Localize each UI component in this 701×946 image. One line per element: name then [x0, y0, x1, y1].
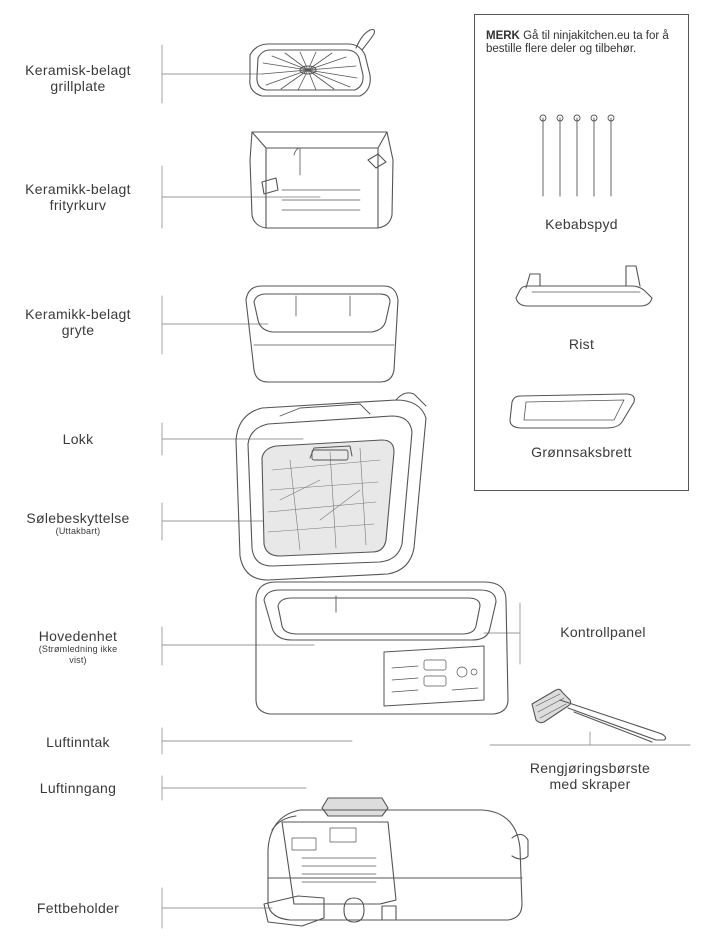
label-skewers-text: Kebabspyd — [545, 216, 618, 232]
label-pot-line2: gryte — [62, 322, 95, 338]
label-cleaning-brush: Rengjøringsbørste med skraper — [500, 760, 680, 792]
label-rack-text: Rist — [569, 336, 594, 352]
label-splatter-shield: Sølebeskyttelse (Uttakbart) — [0, 510, 156, 537]
fryer-basket-drawing — [250, 132, 393, 228]
label-grease-container-text: Fettbeholder — [37, 900, 119, 916]
label-vegetable-tray: Grønnsaksbrett — [474, 444, 689, 460]
label-grill-plate: Keramisk-belagt grillplate — [0, 62, 156, 94]
label-splatter-shield-text: Sølebeskyttelse — [26, 510, 129, 526]
label-control-panel-text: Kontrollpanel — [560, 624, 646, 640]
label-lid: Lokk — [0, 431, 156, 447]
label-air-inlet: Luftinngang — [0, 780, 156, 796]
label-fryer-basket: Keramikk-belagt frityrkurv — [0, 181, 156, 213]
cleaning-brush-drawing — [532, 689, 666, 742]
pot-drawing — [246, 286, 398, 382]
label-pot-line1: Keramikk-belagt — [25, 306, 131, 322]
label-grill-plate-line2: grillplate — [50, 78, 105, 94]
label-cleaning-brush-line1: Rengjøringsbørste — [530, 760, 650, 776]
label-main-unit: Hovedenhet (Strømledning ikke vist) — [0, 628, 156, 666]
label-air-inlet-text: Luftinngang — [40, 780, 116, 796]
label-fryer-basket-line1: Keramikk-belagt — [25, 181, 131, 197]
note-bold: MERK — [486, 30, 520, 42]
label-skewers: Kebabspyd — [474, 216, 689, 232]
grill-plate-drawing — [250, 30, 375, 97]
label-lid-text: Lokk — [63, 431, 94, 447]
note-text: MERK Gå til ninjakitchen.eu ta for å bes… — [486, 30, 682, 56]
label-air-intake-text: Luftinntak — [46, 734, 110, 750]
label-grill-plate-line1: Keramisk-belagt — [25, 62, 131, 78]
label-fryer-basket-line2: frityrkurv — [50, 197, 107, 213]
main-unit-drawing — [256, 582, 508, 714]
label-control-panel: Kontrollpanel — [528, 624, 678, 640]
label-cleaning-brush-line2: med skraper — [549, 776, 630, 792]
lid-drawing — [236, 393, 426, 580]
label-vegetable-tray-text: Grønnsaksbrett — [531, 444, 632, 460]
label-main-unit-sub2: vist) — [0, 655, 156, 666]
label-main-unit-text: Hovedenhet — [39, 628, 118, 644]
label-rack: Rist — [474, 336, 689, 352]
label-air-intake: Luftinntak — [0, 734, 156, 750]
label-grease-container: Fettbeholder — [0, 900, 156, 916]
note-box — [474, 14, 689, 491]
label-main-unit-sub1: (Strømledning ikke — [0, 644, 156, 655]
label-pot: Keramikk-belagt gryte — [0, 306, 156, 338]
label-splatter-shield-sub: (Uttakbart) — [0, 526, 156, 537]
base-unit-drawing — [264, 798, 528, 926]
